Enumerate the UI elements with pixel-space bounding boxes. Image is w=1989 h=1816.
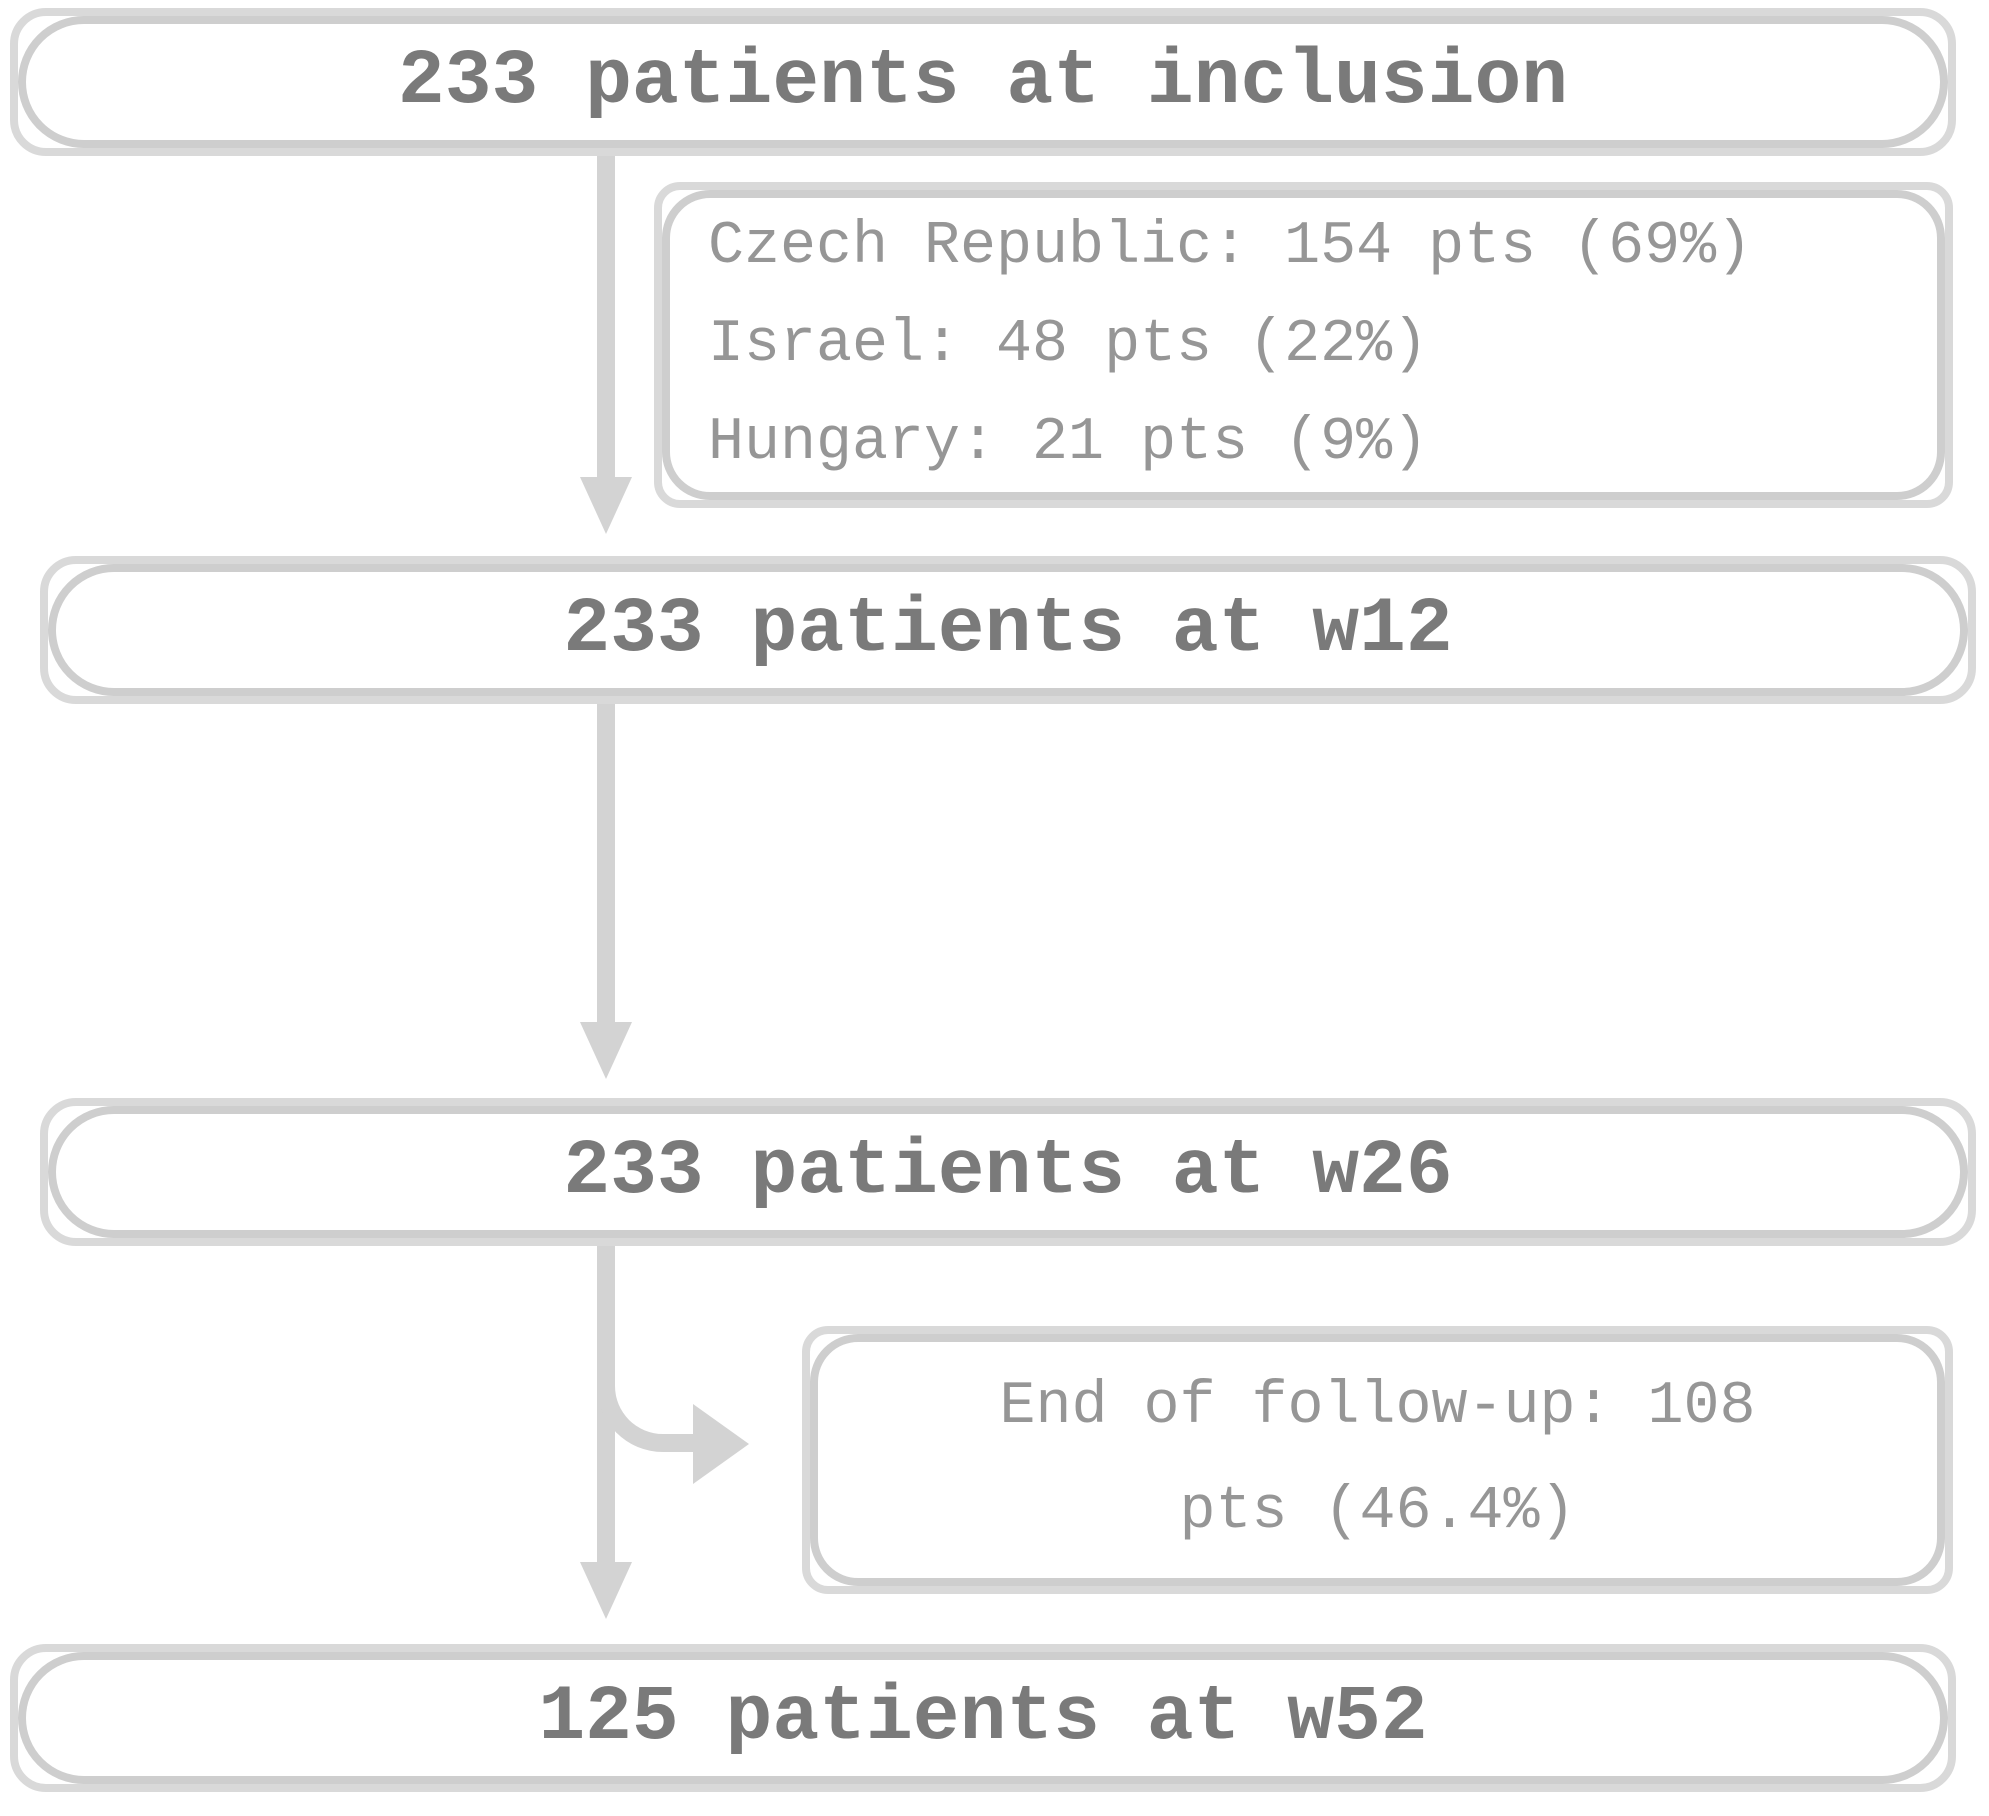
flow-node-label: 233 patients at inclusion bbox=[397, 38, 1569, 126]
annotation-line: End of follow-up: 108 bbox=[999, 1373, 1756, 1441]
flow-node-inclusion: 233 patients at inclusion bbox=[10, 8, 1956, 156]
annotation-line: Israel: 48 pts (22%) bbox=[708, 311, 1429, 379]
annotation-countries: Czech Republic: 154 pts (69%) Israel: 48… bbox=[654, 182, 1953, 508]
flow-node-w12: 233 patients at w12 bbox=[40, 556, 1976, 704]
arrowhead-down-icon bbox=[580, 1022, 632, 1079]
annotation-end-of-followup: End of follow-up: 108 pts (46.4%) bbox=[802, 1326, 1953, 1594]
annotation-line: Hungary: 21 pts (9%) bbox=[708, 409, 1429, 477]
arrowhead-down-icon bbox=[580, 1562, 632, 1619]
flow-node-label: 233 patients at w26 bbox=[563, 1128, 1453, 1216]
flow-node-label: 125 patients at w52 bbox=[538, 1674, 1428, 1762]
annotation-line: Czech Republic: 154 pts (69%) bbox=[708, 213, 1753, 281]
arrow-w12-to-w26-shaft bbox=[597, 696, 615, 1022]
arrowhead-right-icon bbox=[693, 1404, 749, 1484]
flow-node-w26: 233 patients at w26 bbox=[40, 1098, 1976, 1246]
flow-node-label: 233 patients at w12 bbox=[563, 586, 1453, 674]
arrow-inclusion-to-w12-shaft bbox=[597, 146, 615, 477]
annotation-line: pts (46.4%) bbox=[1179, 1478, 1576, 1546]
flow-node-w52: 125 patients at w52 bbox=[10, 1644, 1956, 1792]
arrowhead-down-icon bbox=[580, 477, 632, 534]
